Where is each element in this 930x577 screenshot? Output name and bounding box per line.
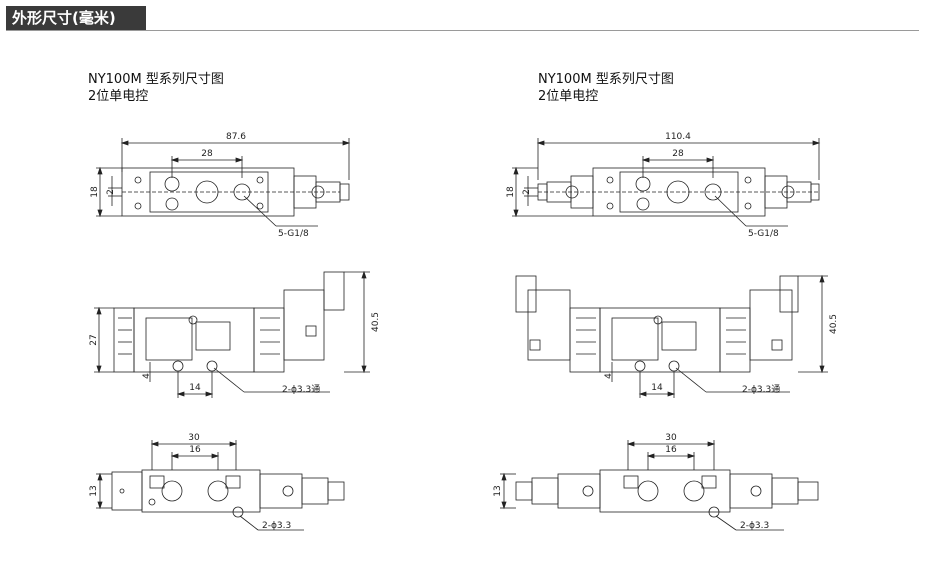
right-side-pitch-label: 14 <box>651 383 663 393</box>
right-top-ports-label: 5-G1/8 <box>748 229 779 239</box>
right-top-offset-label: 2 <box>522 189 532 195</box>
right-panel-title: NY100M 型系列尺寸图 <box>538 72 674 87</box>
right-bottom-holes-label: 2-ϕ3.3 <box>740 521 769 531</box>
right-top-pitch-label: 28 <box>672 149 684 159</box>
left-side-overall-label: 40.5 <box>371 312 381 332</box>
left-side-height-label: 27 <box>89 334 99 345</box>
left-top-view: 87.6 28 18 2 5-G1/8 <box>90 132 351 239</box>
left-bottom-view: 30 16 13 2-ϕ3.3 <box>89 433 345 531</box>
left-side-pitch-label: 14 <box>189 383 201 393</box>
left-top-length-label: 87.6 <box>226 132 246 142</box>
right-bottom-outer-label: 30 <box>665 433 677 443</box>
right-side-offset-label: 4 <box>604 373 614 379</box>
left-panel-title: NY100M 型系列尺寸图 <box>88 72 224 87</box>
right-bottom-height-label: 13 <box>493 485 503 496</box>
right-top-height-label: 18 <box>506 186 516 198</box>
right-panel-subtitle: 2位单电控 <box>538 89 599 104</box>
right-side-holes-label: 2-ϕ3.3通 <box>742 384 780 395</box>
left-top-ports-label: 5-G1/8 <box>278 229 309 239</box>
left-side-offset-label: 4 <box>142 373 152 379</box>
left-bottom-inner-label: 16 <box>189 445 201 455</box>
left-top-offset-label: 2 <box>106 189 116 195</box>
right-bottom-inner-label: 16 <box>665 445 677 455</box>
right-bottom-view: 30 16 13 2-ϕ3.3 <box>493 433 819 531</box>
left-side-holes-label: 2-ϕ3.3通 <box>282 384 320 395</box>
right-side-overall-label: 40.5 <box>829 314 839 334</box>
right-top-length-label: 110.4 <box>665 132 691 142</box>
left-panel-subtitle: 2位单电控 <box>88 89 149 104</box>
left-side-view: 27 40.5 4 14 2-ϕ3.3通 <box>89 270 381 398</box>
left-top-height-label: 18 <box>90 186 100 198</box>
left-bottom-holes-label: 2-ϕ3.3 <box>262 521 291 531</box>
left-bottom-outer-label: 30 <box>188 433 200 443</box>
right-top-view: 110.4 28 18 2 5-G1/8 <box>506 132 821 239</box>
section-title: 外形尺寸(毫米) <box>6 6 146 30</box>
left-top-pitch-label: 28 <box>201 149 213 159</box>
left-bottom-height-label: 13 <box>89 485 99 496</box>
right-side-view: 40.5 4 14 2-ϕ3.3通 <box>515 274 839 398</box>
section-header: 外形尺寸(毫米) <box>6 6 919 31</box>
